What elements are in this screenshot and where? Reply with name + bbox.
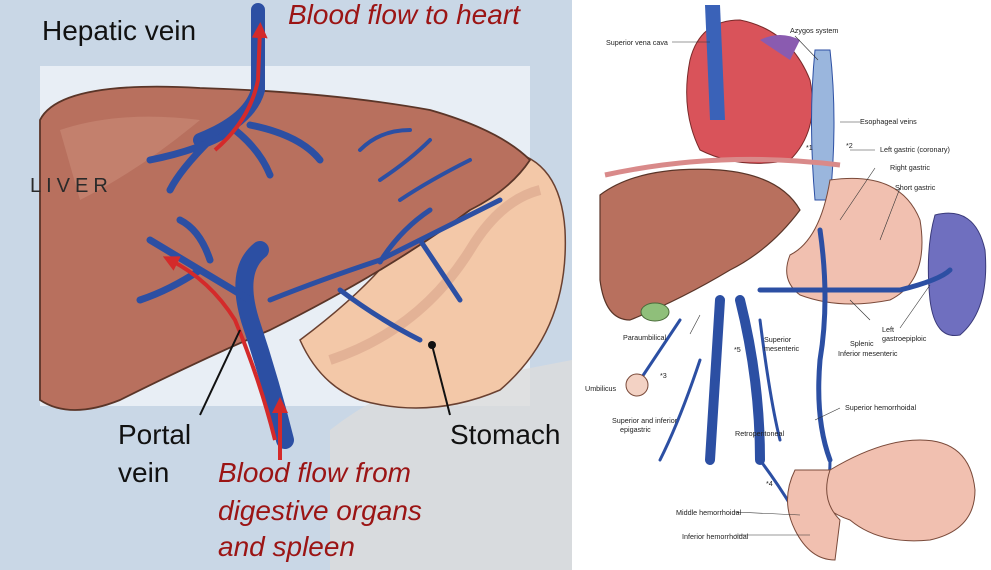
superior-vena-cava [705,5,725,120]
right-panel: Superior vena cava Azygos system Esophag… [572,0,991,570]
marker-3: *3 [660,371,667,380]
label-esophageal-veins: Esophageal veins [860,117,917,126]
label-right-gastric: Right gastric [890,163,930,172]
liver-highlight [60,116,200,200]
hepatic-vein [146,3,324,194]
hepatic-flow-arrow [213,22,268,152]
label-inferior-mesenteric: Inferior mesenteric [838,349,898,358]
liver-label: LIVER [30,175,113,197]
label-superior-hemorrhoidal: Superior hemorrhoidal [845,403,917,412]
rectum-shape [787,469,841,561]
label-epigastric-line1: Superior and inferior [612,416,678,425]
heart-vessels [760,35,800,60]
diaphragm-line [604,156,841,178]
left-panel: Hepatic vein Blood flow to heart LIVER P… [0,0,572,570]
flow-from-label-line2: digestive organs [218,495,422,526]
label-splenic: Splenic [850,339,874,348]
spleen-shape [927,212,987,337]
liver-shape [39,85,532,411]
flow-from-label-line3: and spleen [218,531,355,562]
label-retroperitoneal: Retroperitoneal [735,429,785,438]
stomach-callout-dot [428,341,436,349]
hepatic-vein-label: Hepatic vein [42,15,196,46]
body-silhouette [330,360,572,570]
label-epigastric-line2: epigastric [620,425,651,434]
label-superior-vena-cava: Superior vena cava [606,38,668,47]
label-left-gastroepiploic-line1: Left [882,325,894,334]
umbilicus-shape [625,373,649,397]
label-paraumbilical: Paraumbilical [623,333,667,342]
stomach-label: Stomach [450,419,561,450]
portal-flow-arrow [162,256,277,441]
label-azygos-system: Azygos system [790,26,838,35]
gallbladder [640,302,670,322]
colon-shape [799,439,976,542]
right-stomach-shape [786,177,923,305]
portal-callout-line [199,329,241,416]
label-left-gastroepiploic-line2: gastroepiploic [882,334,927,343]
right-liver-shape [599,168,801,321]
label-inferior-hemorrhoidal: Inferior hemorrhoidal [682,532,749,541]
portal-vein-label-line1: Portal [118,419,191,450]
label-left-gastric: Left gastric (coronary) [880,145,950,154]
label-short-gastric: Short gastric [895,183,936,192]
stomach-callout-line [431,344,451,416]
marker-2: *2 [846,141,853,150]
label-middle-hemorrhoidal: Middle hemorrhoidal [676,508,742,517]
flow-from-label-line1: Blood flow from [218,457,411,488]
label-superior-mesenteric-line1: Superior [764,335,792,344]
portal-vein-label-line2: vein [118,457,169,488]
label-umbilicus: Umbilicus [585,384,617,393]
blood-to-heart-label: Blood flow to heart [288,0,521,30]
leader-lines [672,35,931,536]
azygos-system [811,49,835,201]
portal-vein [136,128,503,449]
marker-5: *5 [734,345,741,354]
marker-1: *1 [806,143,813,152]
marker-4: *4 [766,479,773,488]
label-superior-mesenteric-line2: mesenteric [764,344,800,353]
stomach-fold [328,185,542,365]
